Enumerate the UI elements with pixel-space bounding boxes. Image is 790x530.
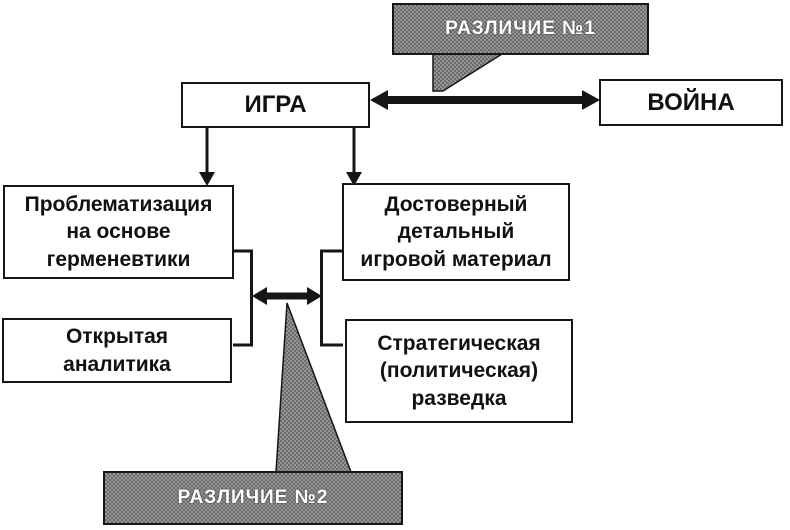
game-war-double-arrow (370, 90, 600, 110)
brackets-double-arrow (252, 287, 322, 305)
box-game-material: Достоверный детальный игровой материал (342, 183, 570, 281)
box-voina: ВОЙНА (599, 79, 783, 126)
box-open-analytics: Открытая аналитика (2, 318, 232, 383)
down-arrow-right (346, 128, 362, 186)
box-intelligence-label: Стратегическая (политическая) разведка (377, 332, 541, 410)
box-voina-label: ВОЙНА (647, 88, 735, 116)
box-igra: ИГРА (181, 82, 370, 128)
difference1-pointer (432, 53, 505, 92)
down-arrow-left (199, 128, 215, 186)
box-problematization: Проблематизация на основе герменевтики (3, 185, 234, 279)
box-intelligence: Стратегическая (политическая) разведка (345, 319, 573, 423)
bracket-right (320, 249, 343, 347)
box-game-material-label: Достоверный детальный игровой материал (360, 193, 552, 271)
difference2-pointer (275, 302, 353, 473)
callout-difference-2-label: РАЗЛИЧИЕ №2 (177, 487, 329, 508)
callout-difference-1-label: РАЗЛИЧИЕ №1 (445, 18, 596, 39)
callout-difference-1: РАЗЛИЧИЕ №1 (392, 3, 649, 55)
box-igra-label: ИГРА (244, 91, 307, 119)
bracket-left (233, 249, 253, 347)
box-problematization-label: Проблематизация на основе герменевтики (24, 193, 213, 271)
box-open-analytics-label: Открытая аналитика (63, 325, 171, 376)
callout-difference-2: РАЗЛИЧИЕ №2 (103, 471, 403, 525)
